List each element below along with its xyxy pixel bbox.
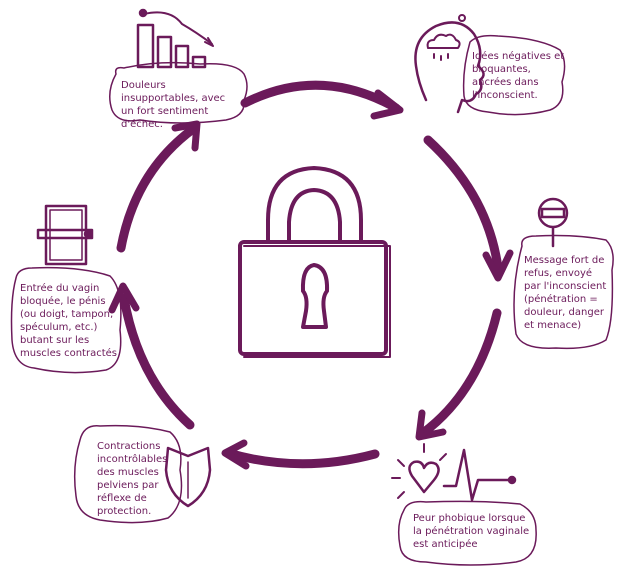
barred-door-icon: [36, 204, 94, 266]
bubble-4: [397, 500, 537, 566]
step-3-text: Message fort de refus, envoyé par l'inco…: [524, 255, 607, 331]
arrow-bottom: [223, 448, 380, 469]
arrow-top-head: [370, 89, 404, 120]
no-entry-sign-icon: [537, 197, 569, 248]
arrow-right-upper: [423, 135, 503, 273]
arrow-bottom-head: [221, 439, 250, 470]
padlock-icon: [238, 166, 391, 358]
arrow-right-lower: [418, 308, 502, 438]
bubble-1: [109, 61, 248, 124]
cycle-arrows: [108, 80, 514, 470]
head-storm-cloud-icon: [414, 14, 485, 114]
step-5-text: Contractions incontrôlables des muscles …: [97, 441, 168, 517]
bubble-3: [513, 234, 614, 350]
shield-icon: [164, 446, 212, 508]
step-1-text: Douleurs insupportables, avec un fort se…: [121, 80, 226, 130]
arrow-left-upper: [116, 124, 198, 253]
arrow-right-lower-head: [415, 409, 447, 441]
step-6-text: Entrée du vagin bloquée, le pénis (ou do…: [20, 283, 118, 359]
arrow-left-lower: [119, 293, 195, 430]
arrow-left-lower-head: [108, 282, 140, 314]
descending-bar-chart-icon: [136, 8, 214, 69]
step-4-text: Peur phobique lorsque la pénétration vag…: [413, 513, 530, 550]
bubble-2: [462, 34, 566, 116]
step-2-text: Idées négatives et bloquantes, ancrées d…: [472, 51, 565, 101]
arrow-top: [240, 80, 401, 113]
bubble-6: [10, 266, 122, 374]
arrow-right-upper-head: [482, 249, 514, 282]
arrow-left-upper-head: [171, 120, 201, 152]
heart-pulse-icon: [391, 443, 517, 502]
